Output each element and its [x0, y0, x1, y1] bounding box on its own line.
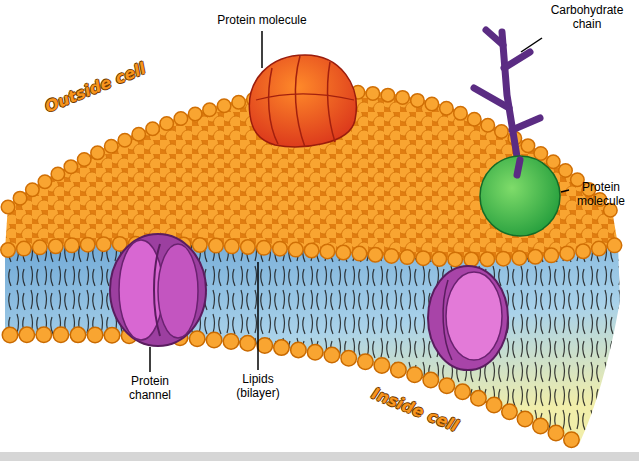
part-label: Protein molecule: [568, 181, 634, 209]
region-label: Outside cell: [42, 60, 148, 117]
protein-channel: [110, 234, 206, 346]
protein-molecule: [249, 55, 356, 147]
protein-channel: [428, 266, 508, 370]
part-label: Lipids (bilayer): [223, 373, 293, 401]
protein-molecule: [480, 156, 560, 236]
part-label: Protein channel: [118, 375, 182, 403]
part-label: Protein molecule: [202, 14, 322, 28]
leader-lines: [150, 31, 569, 372]
carbohydrate-chain: [474, 30, 540, 175]
part-label: Carbohydrate chain: [545, 4, 629, 32]
